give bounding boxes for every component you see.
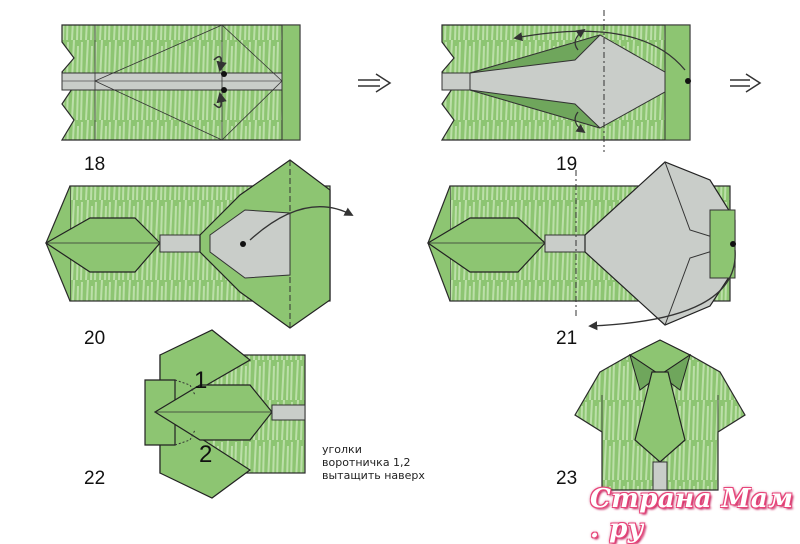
step-number-22: 22 [84,468,106,489]
step-19-diagram [440,10,692,152]
step-number-19: 19 [556,154,578,175]
corner-label-2: 2 [199,441,212,468]
watermark-logo: Страна Мам . ру [590,484,794,544]
step-number-18: 18 [84,154,106,175]
step-22-diagram: 1 2 [144,329,306,499]
corner-label-1: 1 [194,367,207,394]
note-line: вытащить наверх [322,469,425,482]
step-23-diagram [574,339,746,491]
step-21-diagram [426,161,736,331]
note-line: воротничка 1,2 [322,456,411,469]
next-step-arrow [358,73,392,93]
note-line: уголки [322,443,362,456]
step-number-23: 23 [556,468,578,489]
next-step-arrow-2 [730,73,762,93]
origami-diagram: 1 2 [44,10,762,499]
step-20-diagram [44,159,354,329]
step-number-20: 20 [84,328,106,349]
step-18-diagram [60,24,301,141]
step-22-instruction: уголки воротничка 1,2 вытащить наверх [322,443,425,482]
step-number-21: 21 [556,328,578,349]
